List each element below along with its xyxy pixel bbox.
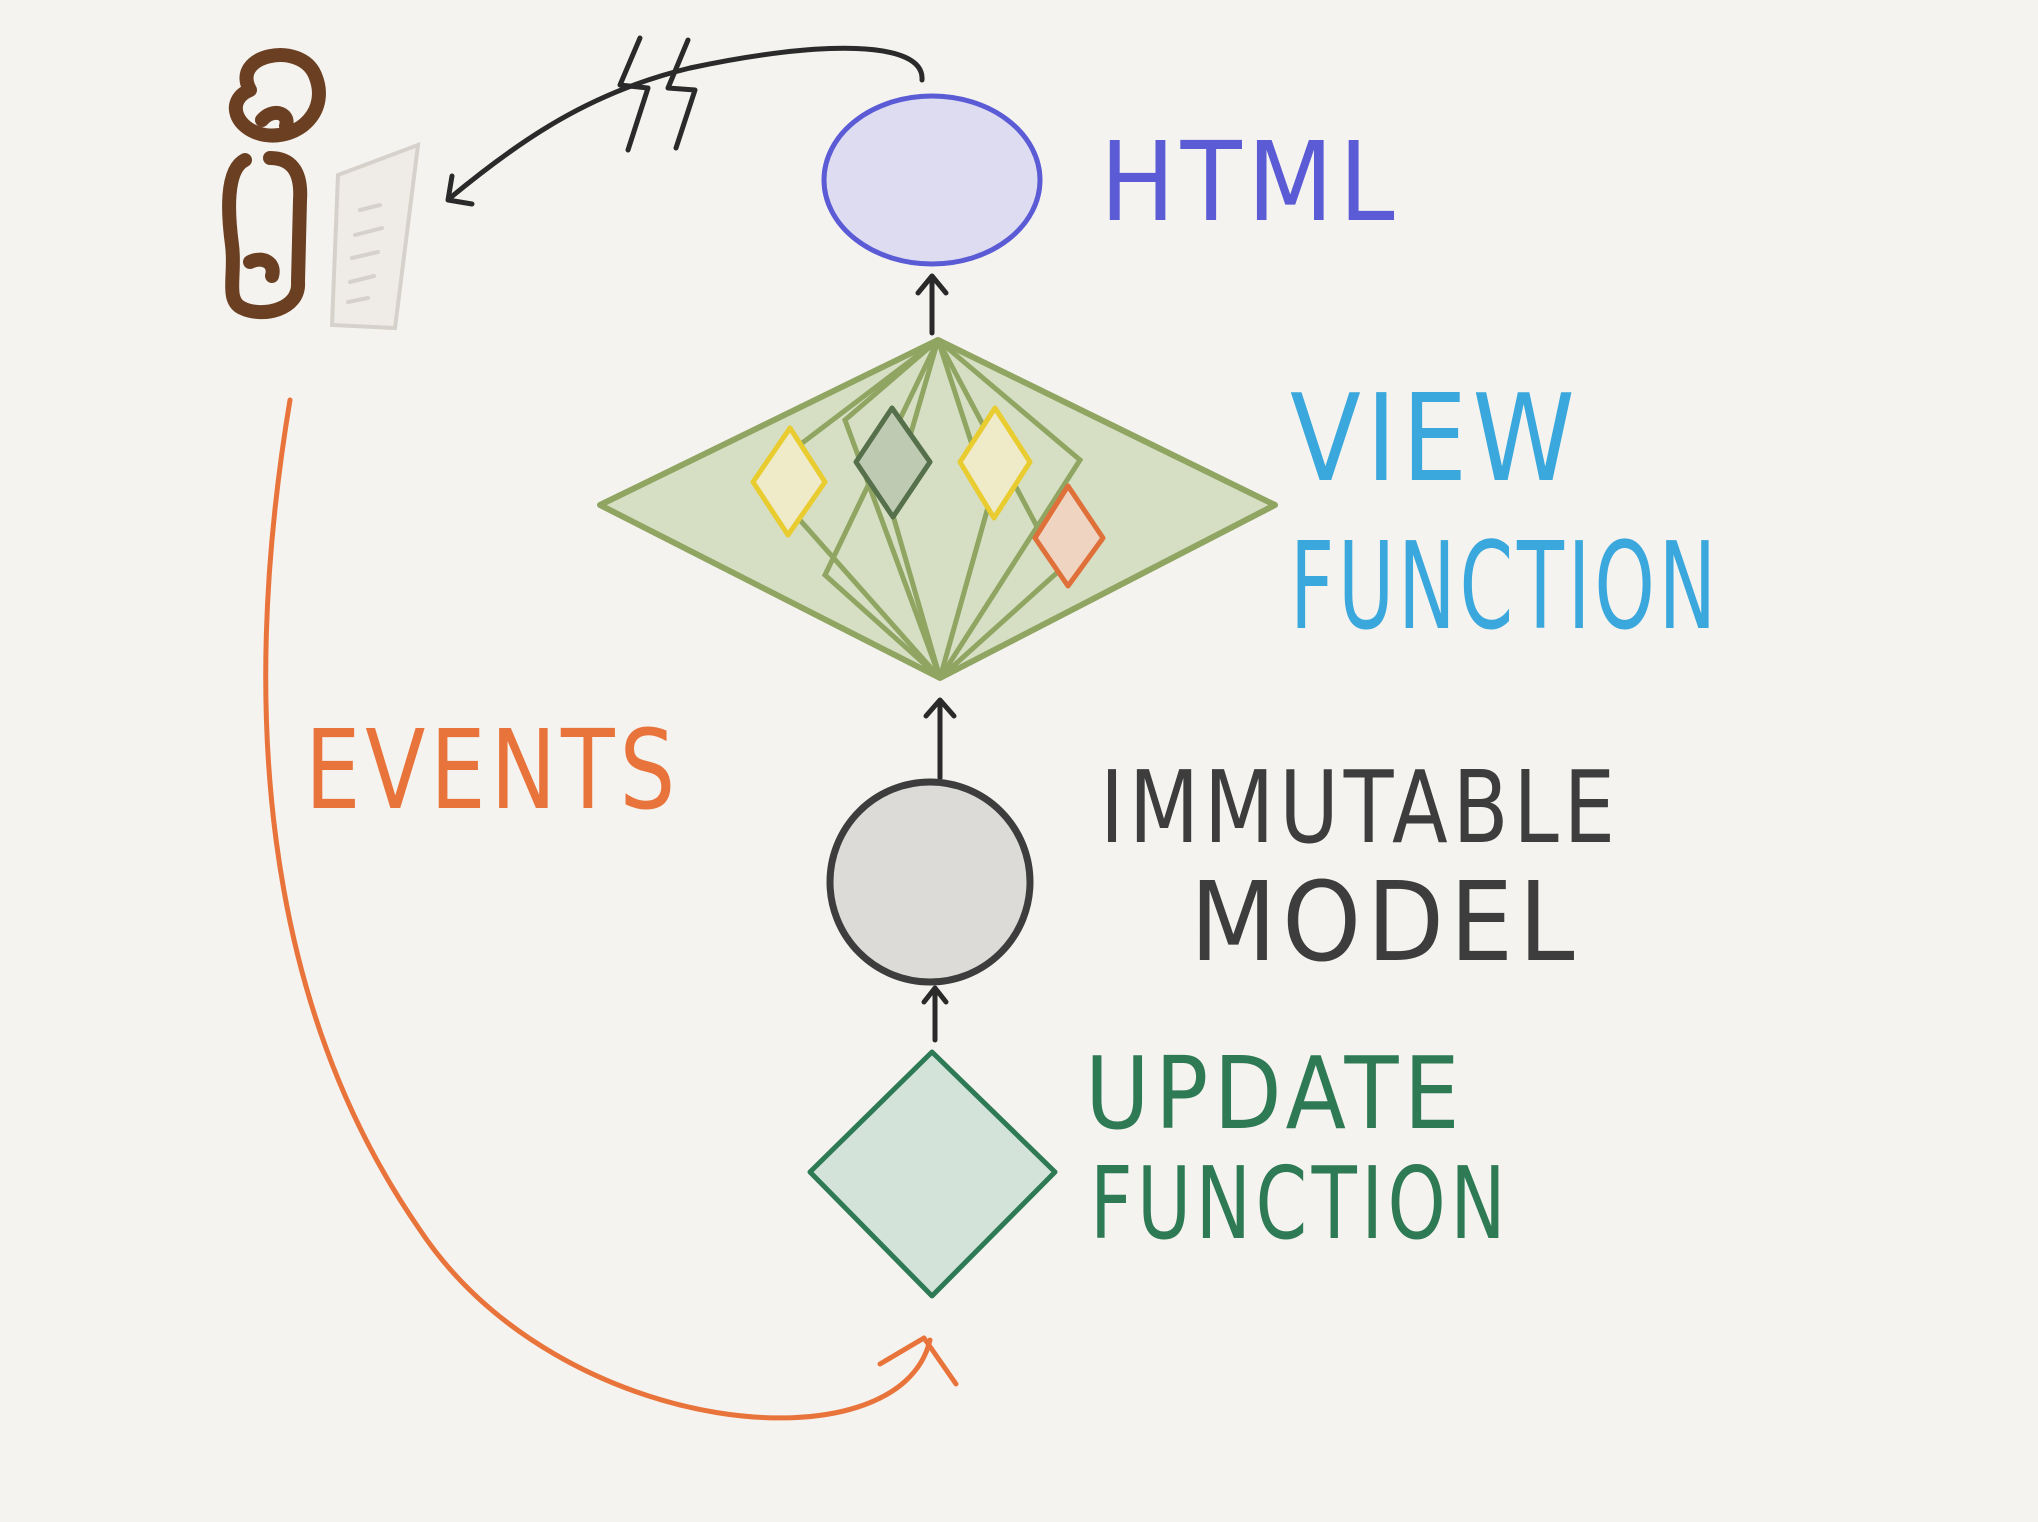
view-function-node (597, 337, 1278, 681)
update-label-line2: FUNCTION (1090, 1145, 1510, 1262)
inner-diamond-yellow-right (957, 405, 1033, 521)
document-icon (329, 141, 421, 331)
inner-diamond-yellow-left (750, 425, 828, 538)
arrow-view-to-html (915, 273, 949, 336)
view-label-line2: FUNCTION (1290, 518, 1720, 657)
inner-diamond-dark (853, 405, 933, 520)
update-label-line1: UPDATE (1085, 1035, 1465, 1152)
immutable-model-node (826, 778, 1034, 986)
events-arrow (263, 397, 959, 1421)
inner-diamond-orange (1032, 483, 1106, 589)
html-label: HTML (1100, 118, 1400, 246)
render-arrow (445, 45, 925, 207)
lightning-bolt-icon (617, 35, 698, 153)
arrow-model-to-view (923, 697, 957, 781)
update-function-node (807, 1049, 1058, 1299)
view-label-line1: VIEW (1290, 370, 1580, 509)
model-label-line1: IMMUTABLE (1100, 749, 1620, 866)
events-label: EVENTS (305, 706, 680, 834)
model-label-line2: MODEL (1190, 858, 1580, 986)
arrow-update-to-model (921, 985, 949, 1043)
html-node (821, 93, 1043, 267)
user-figure-icon (222, 48, 326, 320)
